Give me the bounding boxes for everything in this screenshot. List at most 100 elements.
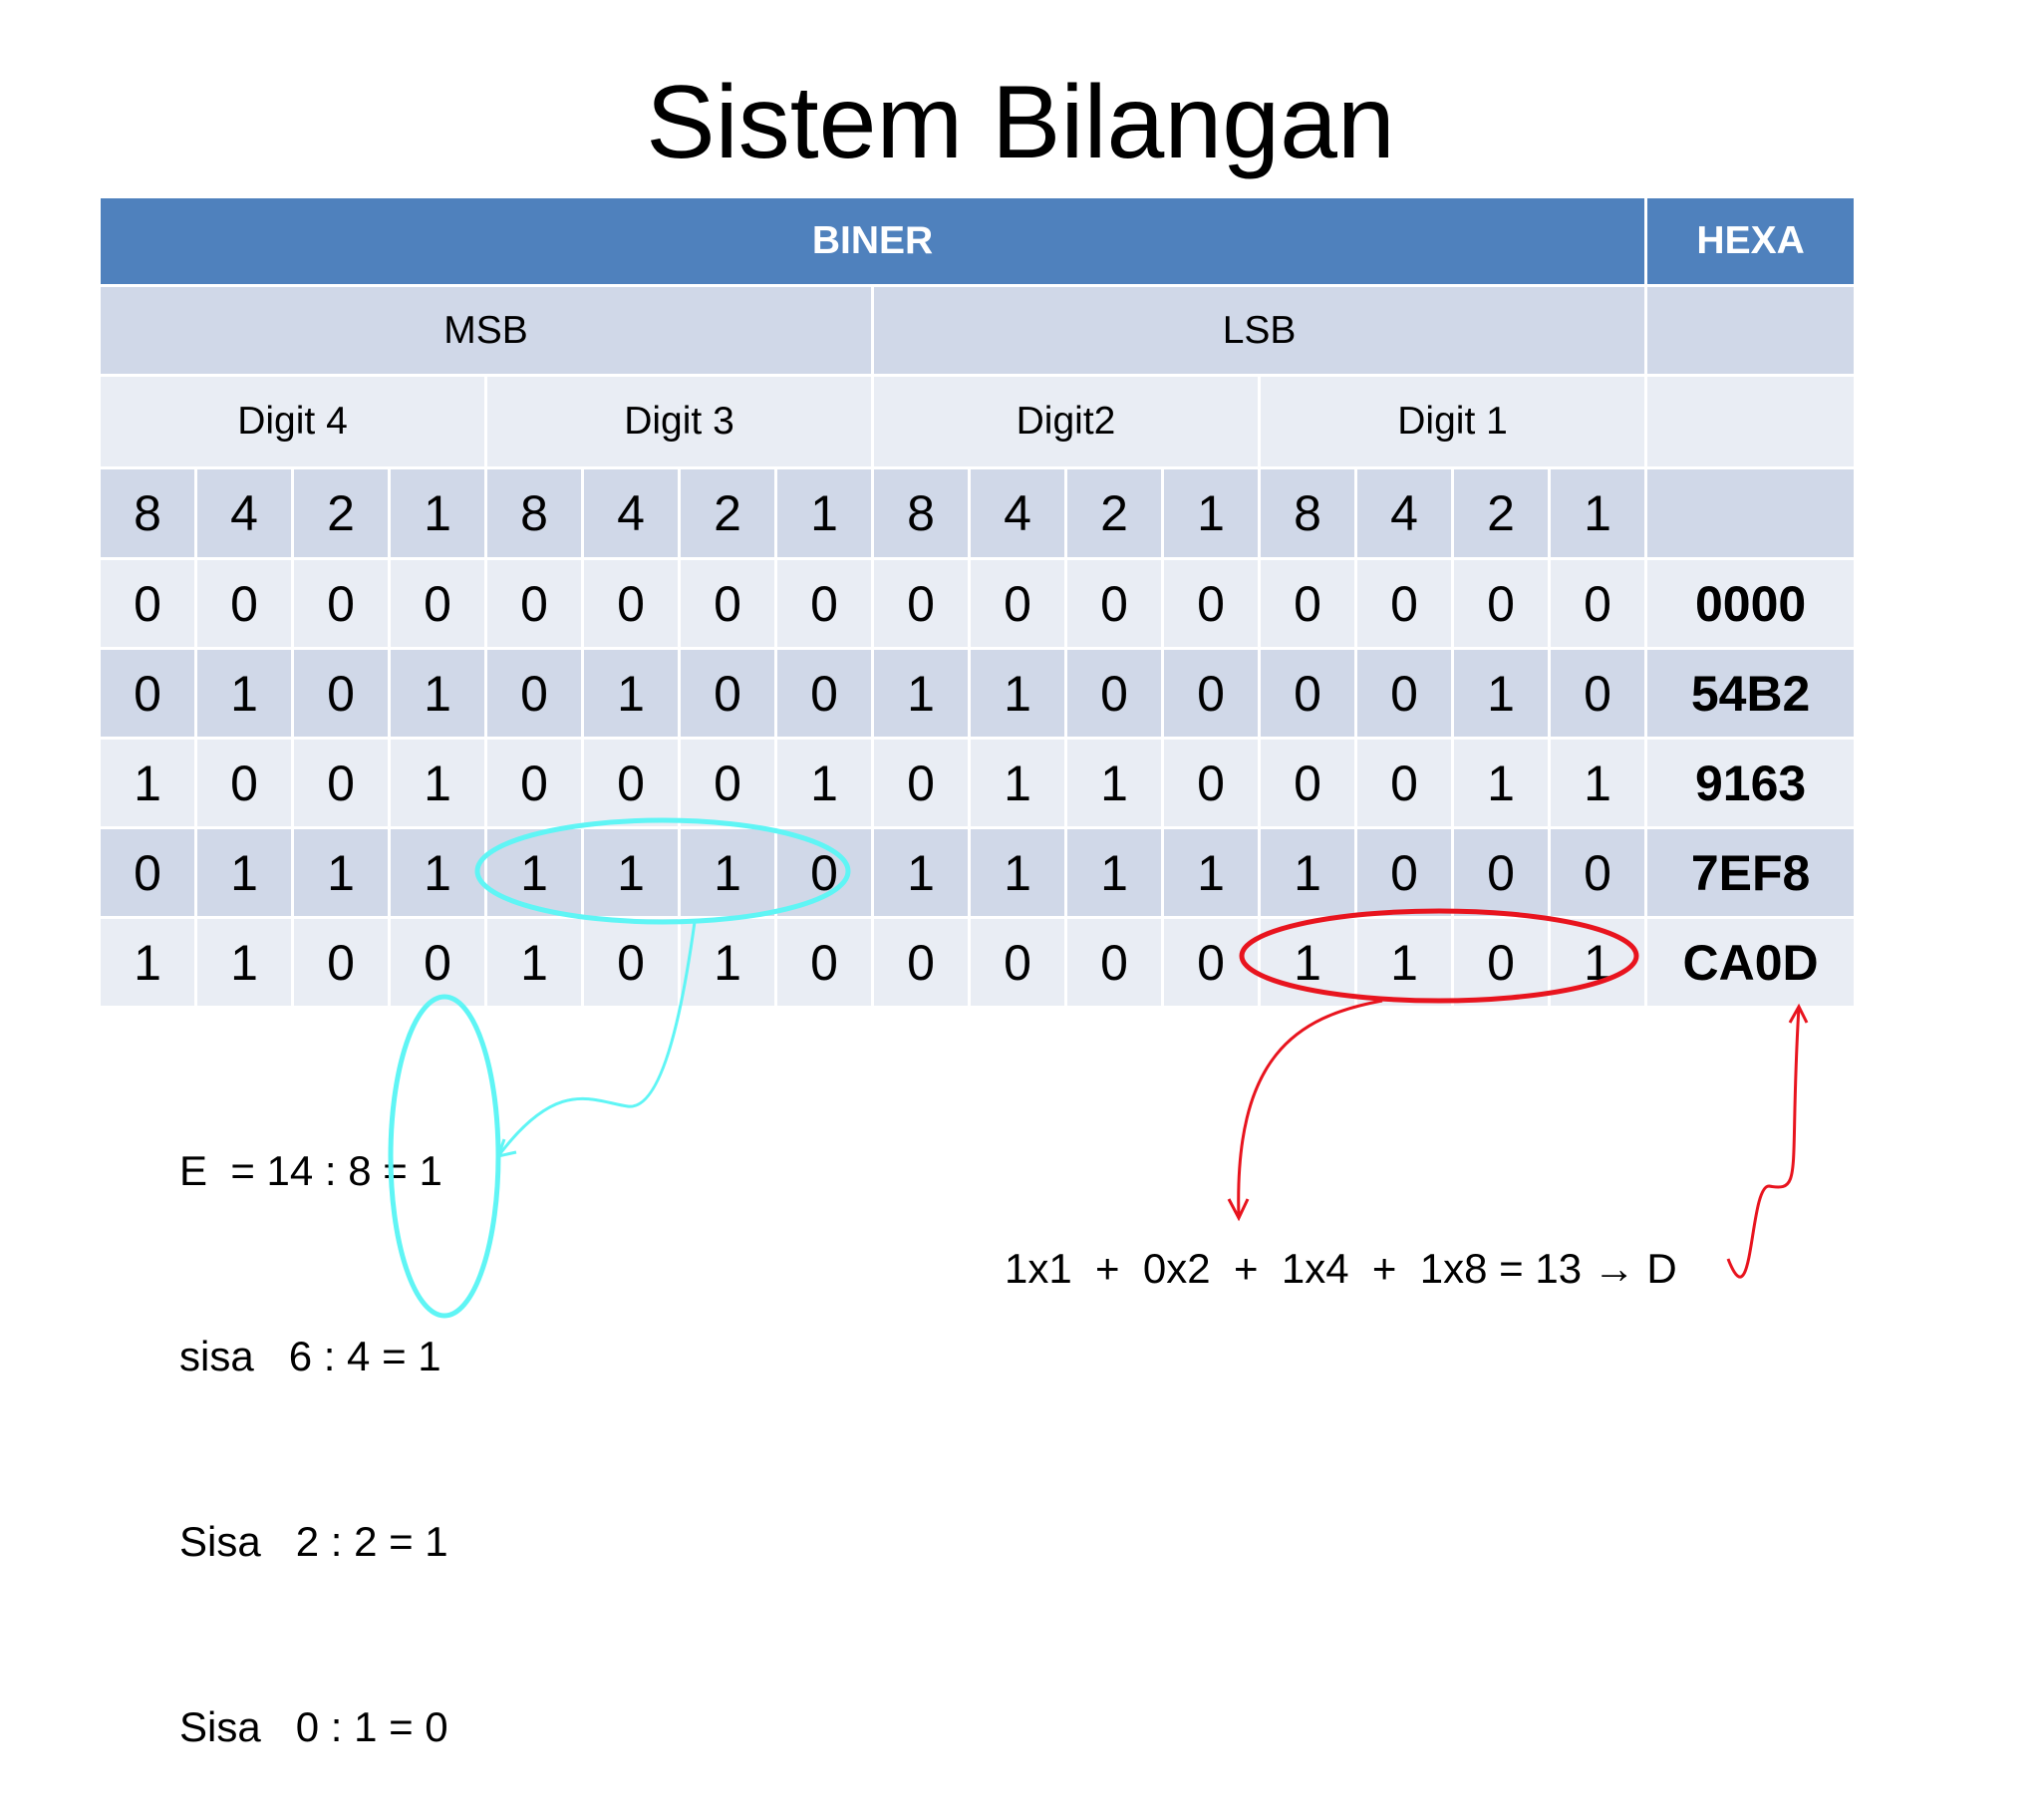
bit-cell: 1 xyxy=(968,737,1067,829)
red-arrow-down xyxy=(1237,999,1383,1219)
bit-cell: 0 xyxy=(1451,557,1551,650)
bit-cell: 1 xyxy=(774,737,874,829)
empty-cell xyxy=(1644,284,1858,377)
bit-cell: 0 xyxy=(1064,647,1164,740)
bit-cell: 1 xyxy=(581,826,681,919)
bit-cell: 0 xyxy=(98,557,197,650)
bit-cell: 1 xyxy=(581,647,681,740)
bit-cell: 1 xyxy=(484,826,584,919)
bit-cell: 0 xyxy=(1451,916,1551,1009)
bit-cell: 0 xyxy=(774,647,874,740)
weight-cell: 2 xyxy=(678,466,777,560)
bit-cell: 0 xyxy=(388,557,487,650)
digit-4-label: Digit 4 xyxy=(98,374,487,469)
hex-value: CA0D xyxy=(1644,916,1858,1009)
bit-cell: 0 xyxy=(1161,647,1261,740)
bit-cell: 0 xyxy=(1547,826,1648,919)
weight-cell: 2 xyxy=(291,466,391,560)
bit-cell: 1 xyxy=(291,826,391,919)
weight-cell: 4 xyxy=(968,466,1067,560)
bit-cell: 1 xyxy=(1161,826,1261,919)
digit-3-label: Digit 3 xyxy=(484,374,874,469)
weight-cell: 4 xyxy=(581,466,681,560)
red-arrow-down-head xyxy=(1227,1198,1250,1222)
bit-cell: 1 xyxy=(968,826,1067,919)
bit-cell: 1 xyxy=(871,647,971,740)
bit-cell: 0 xyxy=(291,557,391,650)
table-header-row: BINER HEXA xyxy=(97,195,1858,287)
bit-cell: 1 xyxy=(1258,826,1357,919)
weight-cell: 8 xyxy=(484,466,584,560)
bit-cell: 0 xyxy=(388,916,487,1009)
calc-line: sisa 6 : 4 = 1 xyxy=(179,1333,441,1379)
bit-cell: 0 xyxy=(484,647,584,740)
bit-cell: 1 xyxy=(968,647,1067,740)
weight-cell: 1 xyxy=(388,466,487,560)
bit-cell: 0 xyxy=(581,557,681,650)
significance-row: MSB LSB xyxy=(98,284,1858,377)
msb-label: MSB xyxy=(98,284,874,377)
bit-cell: 1 xyxy=(1451,647,1551,740)
bit-cell: 1 xyxy=(98,737,197,829)
bit-cell: 0 xyxy=(1547,647,1648,740)
header-hex: HEXA xyxy=(1644,195,1858,287)
red-arrow-up-head xyxy=(1788,1003,1809,1024)
calc-line: Sisa 2 : 2 = 1 xyxy=(179,1518,448,1565)
bit-cell: 0 xyxy=(1451,826,1551,919)
bit-cell: 1 xyxy=(388,826,487,919)
bit-cell: 1 xyxy=(1547,737,1648,829)
bit-cell: 0 xyxy=(484,737,584,829)
bit-cell: 1 xyxy=(1354,916,1454,1009)
bit-cell: 0 xyxy=(774,826,874,919)
bit-cell: 0 xyxy=(1258,737,1357,829)
bit-cell: 0 xyxy=(871,916,971,1009)
weight-cell: 8 xyxy=(871,466,971,560)
bit-cell: 0 xyxy=(678,647,777,740)
red-arrow-up xyxy=(1726,1006,1801,1279)
bit-cell: 0 xyxy=(968,916,1067,1009)
bit-cell: 0 xyxy=(1064,916,1164,1009)
bit-cell: 0 xyxy=(194,737,294,829)
bit-cell: 0 xyxy=(1258,557,1357,650)
bit-cell: 0 xyxy=(291,916,391,1009)
bit-cell: 0 xyxy=(98,647,197,740)
weight-cell: 1 xyxy=(774,466,874,560)
bit-cell: 0 xyxy=(774,916,874,1009)
conversion-table: BINER HEXA MSB LSB Digit 4 Digit 3 Digit… xyxy=(97,195,1858,1009)
bit-cell: 0 xyxy=(871,557,971,650)
bit-cell: 1 xyxy=(871,826,971,919)
header-binary: BINER xyxy=(97,195,1648,287)
hex-value: 54B2 xyxy=(1644,647,1858,740)
bit-cell: 0 xyxy=(291,647,391,740)
bit-cell: 0 xyxy=(774,557,874,650)
bit-cell: 1 xyxy=(484,916,584,1009)
bit-cell: 0 xyxy=(581,737,681,829)
weight-cell: 1 xyxy=(1161,466,1261,560)
bit-cell: 1 xyxy=(98,916,197,1009)
bit-cell: 0 xyxy=(1161,737,1261,829)
lsb-label: LSB xyxy=(870,284,1648,377)
bit-cell: 0 xyxy=(678,557,777,650)
left-calculation: E = 14 : 8 = 1 sisa 6 : 4 = 1 Sisa 2 : 2… xyxy=(179,1017,448,1820)
bit-cell: 1 xyxy=(1064,737,1164,829)
bit-cell: 1 xyxy=(678,916,777,1009)
hex-value: 9163 xyxy=(1644,737,1858,829)
bit-cell: 1 xyxy=(1258,916,1357,1009)
hex-value: 0000 xyxy=(1644,557,1858,650)
bit-cell: 0 xyxy=(1354,826,1454,919)
calc-line: E = 14 : 8 = 1 xyxy=(179,1147,442,1194)
bit-cell: 1 xyxy=(388,737,487,829)
bit-cell: 0 xyxy=(678,737,777,829)
bit-cell: 0 xyxy=(1354,647,1454,740)
bit-cell: 0 xyxy=(1547,557,1648,650)
bit-cell: 0 xyxy=(968,557,1067,650)
bit-cell: 0 xyxy=(1354,557,1454,650)
bit-cell: 0 xyxy=(871,737,971,829)
bit-cell: 1 xyxy=(194,826,294,919)
bit-cell: 0 xyxy=(194,557,294,650)
empty-cell xyxy=(1644,374,1858,469)
